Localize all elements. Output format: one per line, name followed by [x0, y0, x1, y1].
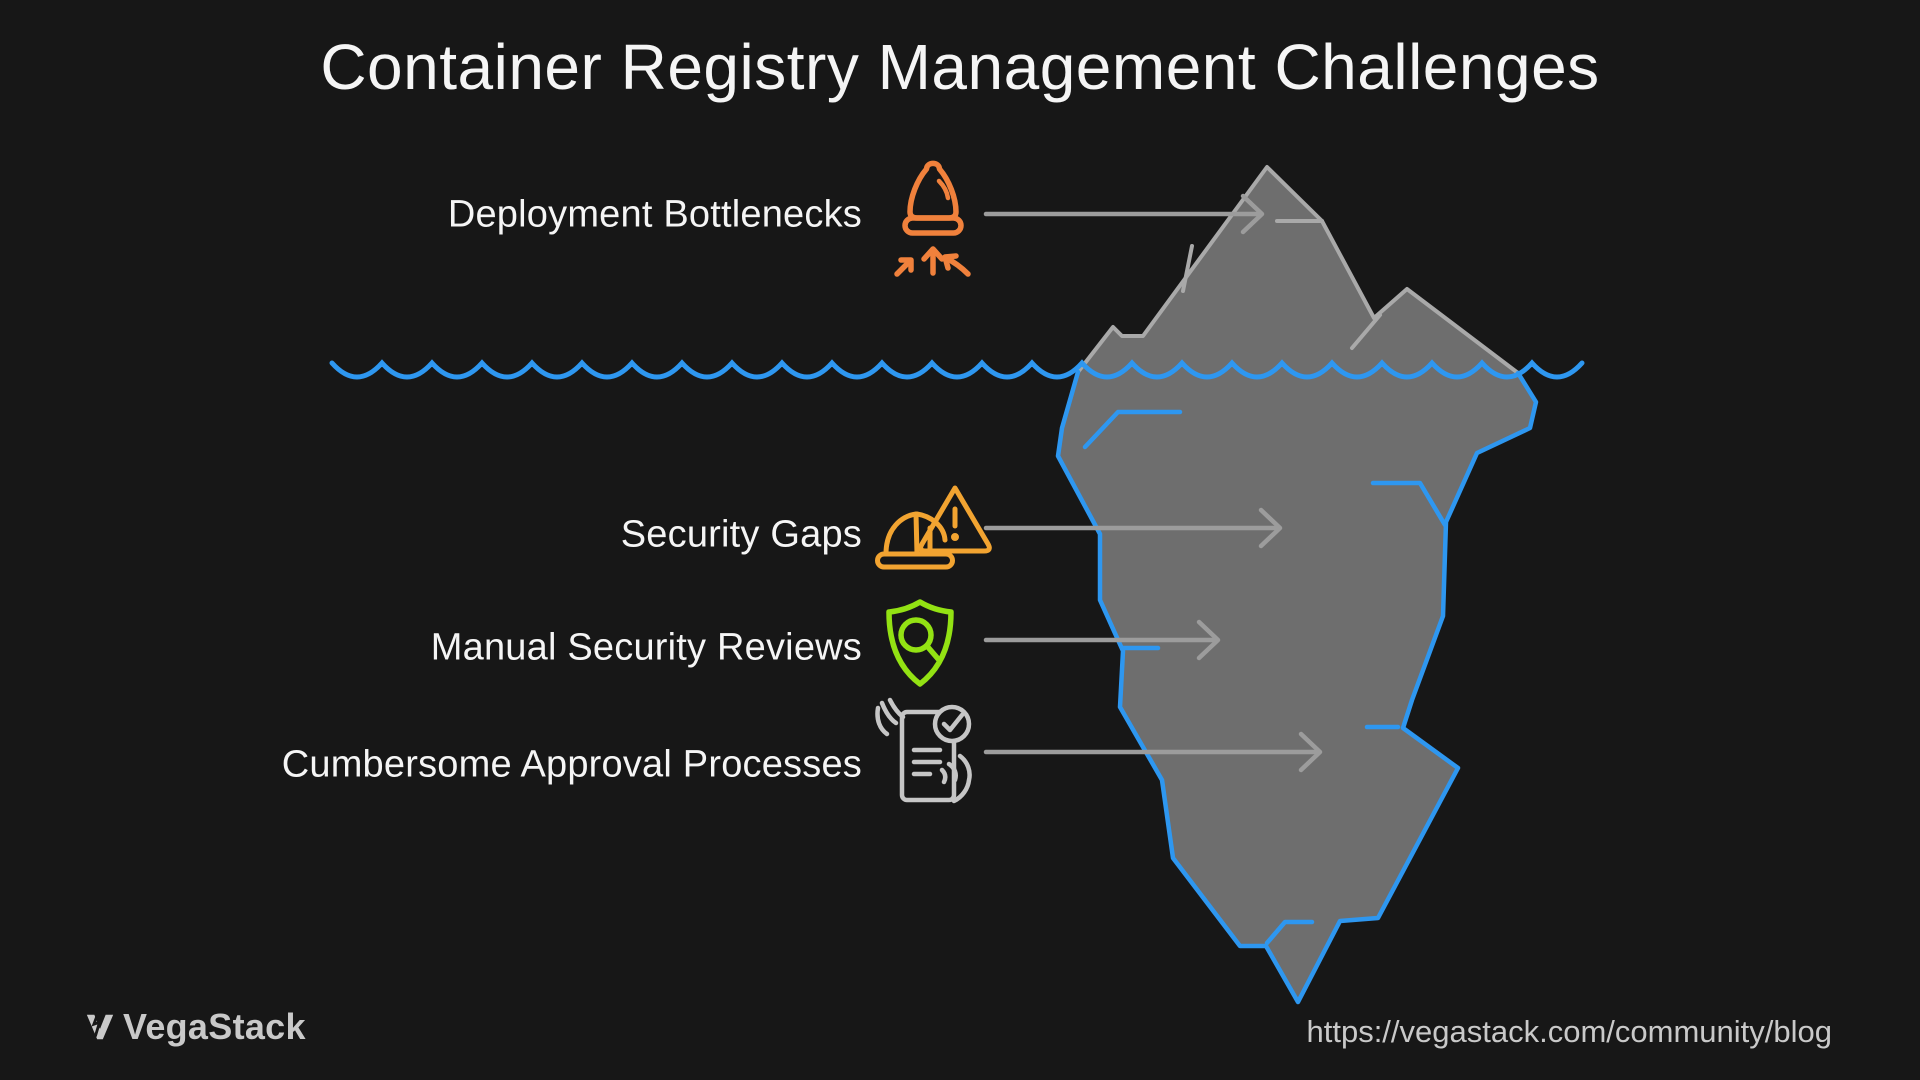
label-deployment-bottlenecks: Deployment Bottlenecks	[447, 193, 862, 236]
shield-search-icon	[886, 599, 954, 687]
iceberg-crack-line	[1082, 409, 1183, 450]
label-manual-security-reviews: Manual Security Reviews	[430, 626, 862, 669]
iceberg-shape	[1058, 167, 1536, 1002]
label-security-gaps: Security Gaps	[620, 513, 862, 556]
iceberg-top-outline	[1076, 165, 1520, 375]
vegastack-logo: VegaStack	[84, 1006, 306, 1048]
label-cumbersome-approval: Cumbersome Approval Processes	[281, 743, 862, 786]
footer-url: https://vegastack.com/community/blog	[1306, 1014, 1832, 1049]
iceberg-crack-line	[1370, 480, 1448, 528]
iceberg-ridge-line	[1181, 244, 1194, 293]
arrow-security-gaps	[983, 507, 1283, 549]
iceberg-underwater-outline	[1055, 369, 1539, 1005]
document-approval-hands-icon	[875, 697, 972, 804]
bottleneck-convergence-icon	[894, 160, 971, 277]
page-title: Container Registry Management Challenges	[320, 31, 1600, 103]
arrow-cumbersome-approval	[983, 731, 1323, 773]
arrow-deployment-bottlenecks	[983, 193, 1265, 235]
warning-hardhat-icon	[875, 485, 992, 570]
arrow-manual-security-reviews	[983, 619, 1221, 661]
vegastack-bolt-icon	[86, 1012, 114, 1040]
logo-text: VegaStack	[123, 1006, 306, 1047]
iceberg-ridge-line	[1350, 313, 1382, 350]
waterline-wave	[329, 359, 1585, 380]
iceberg-crack-line	[1264, 919, 1315, 946]
